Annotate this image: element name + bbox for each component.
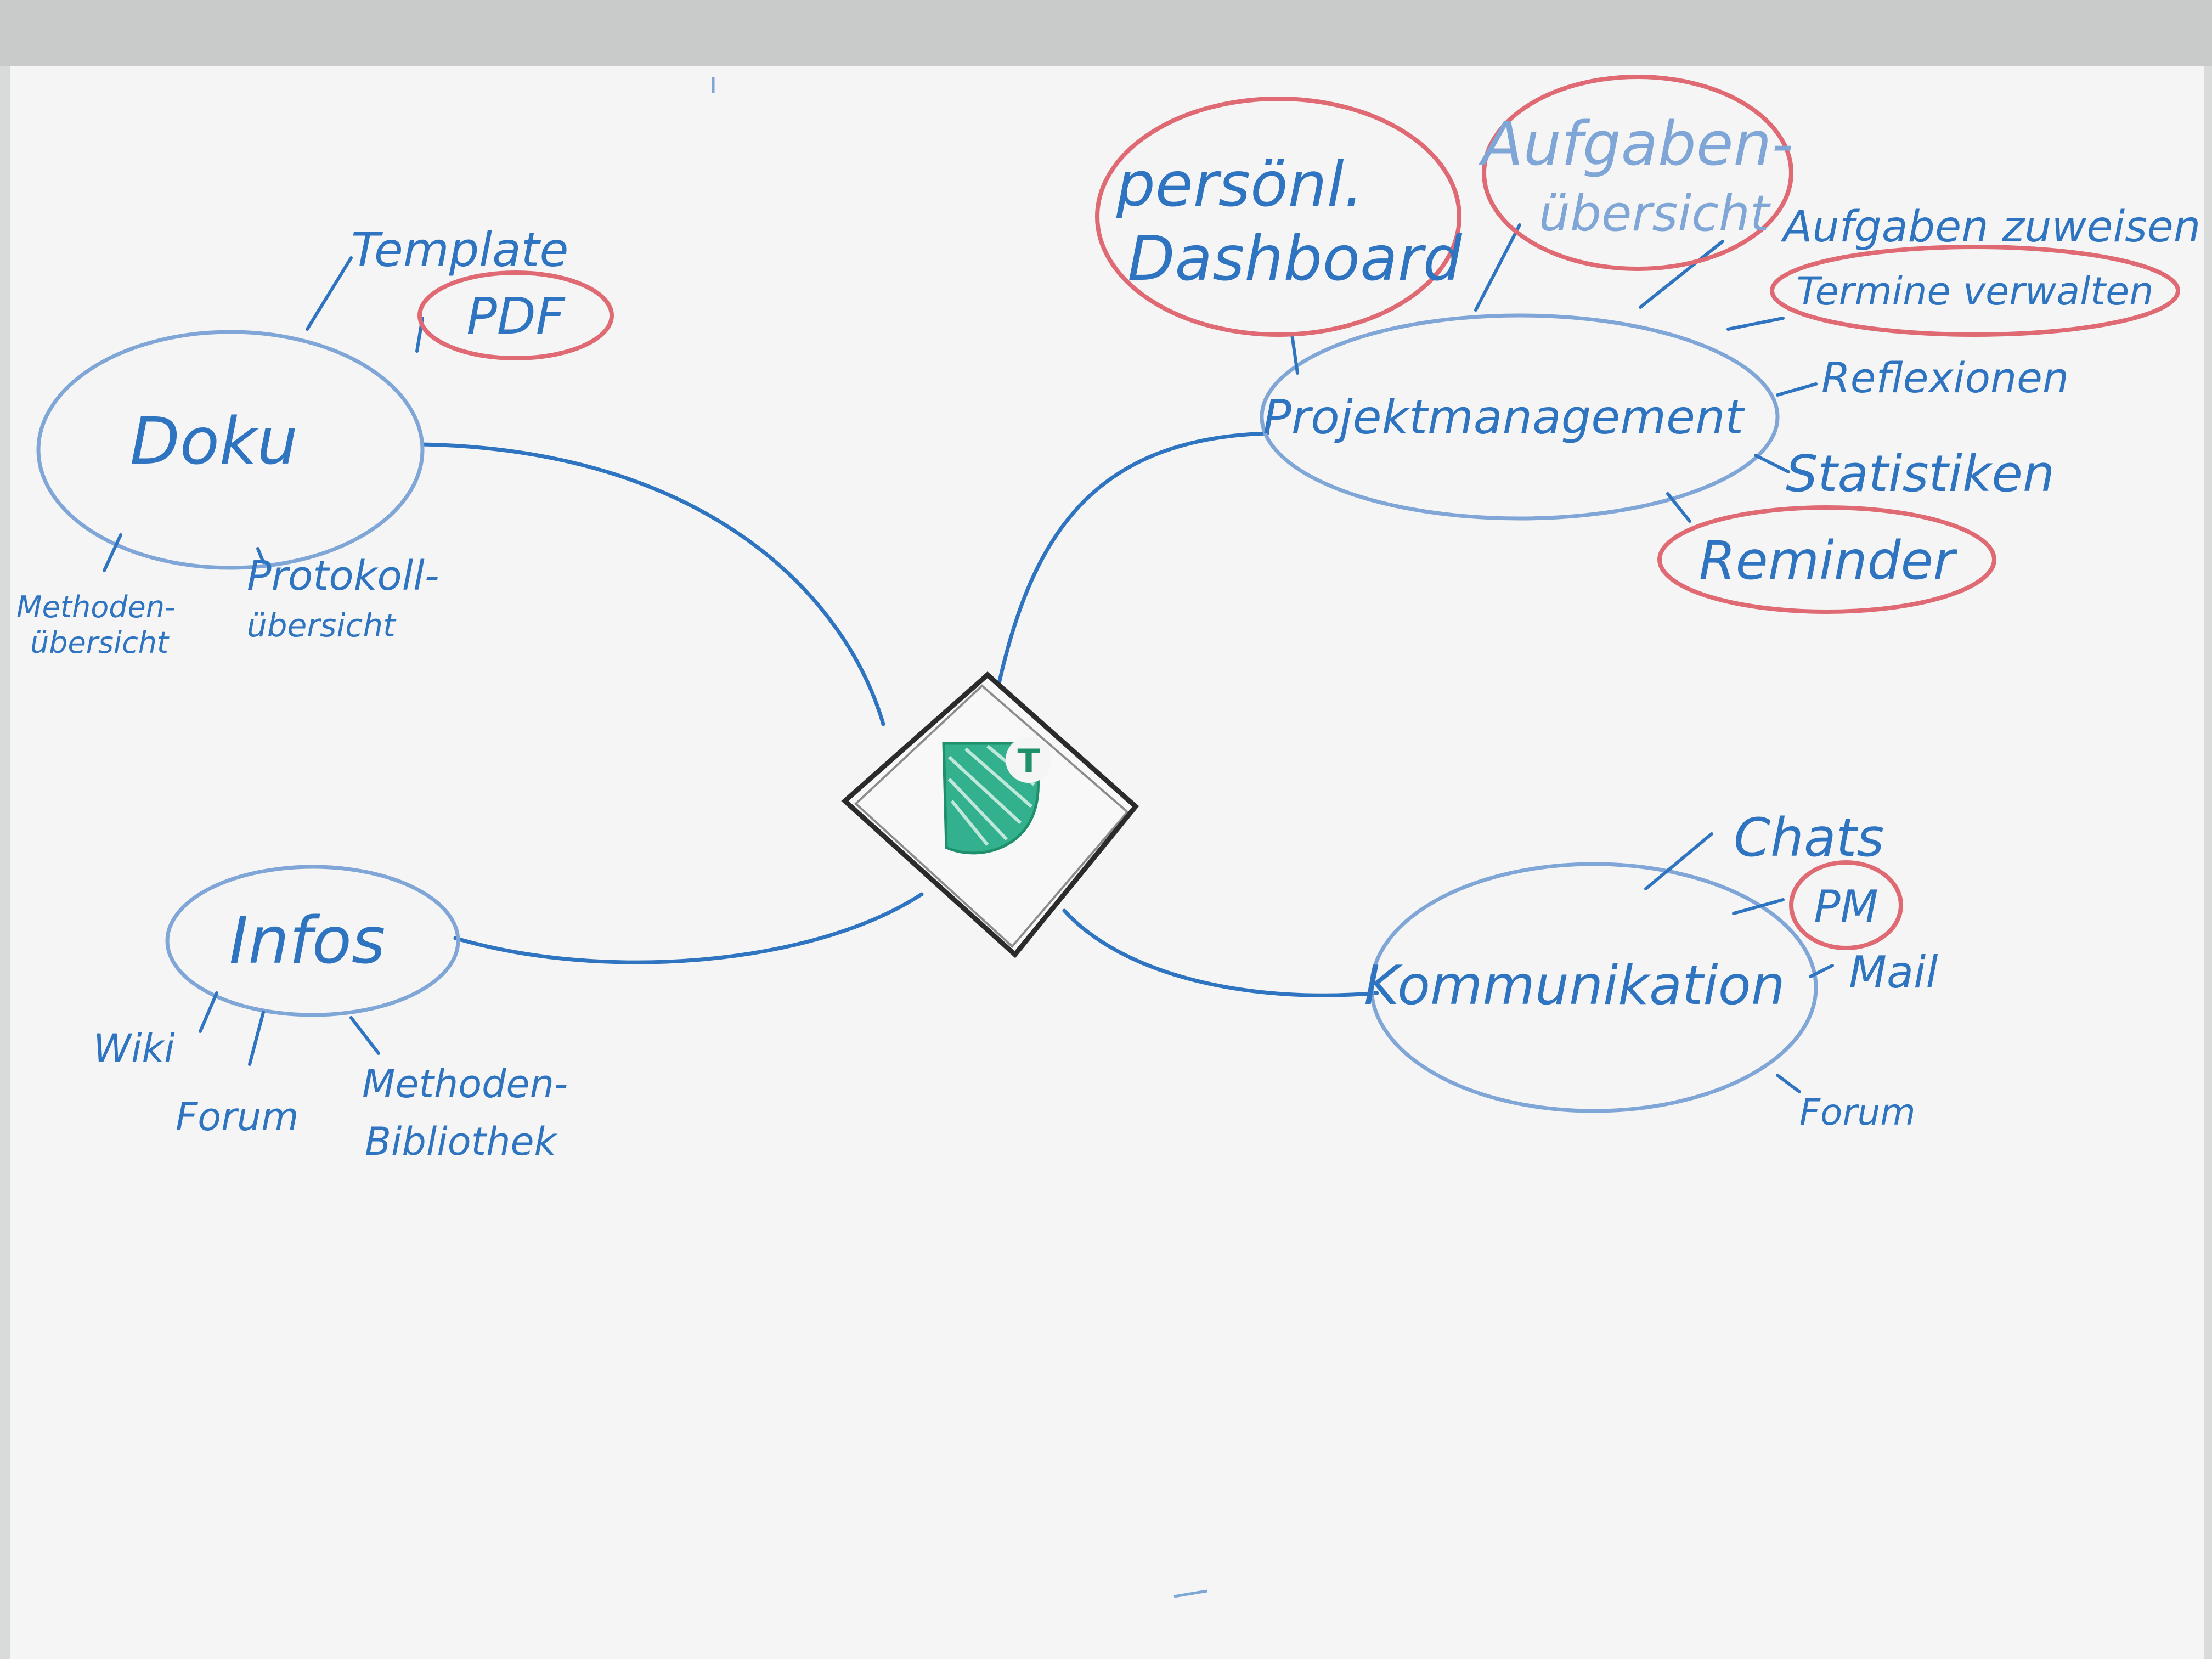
teamlogo-letter: T: [1018, 742, 1040, 781]
teamlogo-icon: T: [942, 737, 1052, 855]
label-template: Template: [351, 223, 568, 278]
branch-template: [306, 256, 353, 331]
branch-aufgaben-uebersicht: [1474, 223, 1521, 312]
stray-marks: [712, 77, 1207, 1598]
label-aufgaben-l2: übersicht: [1539, 185, 1771, 242]
label-pm: PM: [1814, 881, 1878, 932]
label-bibliothek-l1: Methoden-: [362, 1062, 568, 1107]
branch-termine: [1726, 317, 1785, 331]
label-projekt: Projektmanagement: [1263, 390, 1746, 445]
label-forum-infos: Forum: [176, 1094, 298, 1139]
ellipse-kommunikation: [1369, 862, 1818, 1113]
center-diamond-sketch: [854, 684, 1129, 948]
branch-zuweisen: [1639, 240, 1724, 309]
label-methoden-l2: übersicht: [30, 625, 170, 660]
highlight-dashboard: [1095, 97, 1462, 337]
label-bibliothek-l2: Bibliothek: [365, 1119, 558, 1164]
label-aufgaben-l1: Aufgaben-: [1479, 109, 1793, 179]
connector-projekt: [996, 431, 1269, 688]
branch-methoden: [103, 533, 122, 572]
branch-mail: [1809, 964, 1834, 978]
main-connectors: [420, 431, 1379, 997]
branch-reminder: [1666, 492, 1691, 523]
label-termine: Termine verwalten: [1796, 269, 2153, 314]
highlight-pdf: [417, 270, 614, 360]
label-zuweisen: Aufgaben zuweisen: [1780, 202, 2200, 252]
highlight-aufgaben-uebersicht: [1482, 75, 1793, 271]
highlight-reminder: [1657, 505, 1996, 614]
label-methoden-l1: Methoden-: [16, 590, 175, 624]
highlight-pm: [1789, 860, 1903, 950]
node-doku: Doku Template PDF Methoden- übersicht Pr…: [16, 223, 614, 660]
label-chats: Chats: [1734, 807, 1884, 868]
board-top-frame: [0, 0, 2212, 66]
label-dashboard-l2: Dashboard: [1127, 223, 1463, 295]
ellipse-infos: [165, 865, 460, 1017]
label-dashboard-l1: persönl.: [1116, 149, 1364, 221]
label-wiki: Wiki: [93, 1026, 175, 1071]
label-kommunikation: Kommunikation: [1364, 955, 1785, 1017]
label-protokoll-l1: Protokoll-: [247, 552, 439, 600]
branch-wiki: [199, 991, 218, 1033]
connector-doku: [420, 442, 885, 726]
node-kommunikation: Kommunikation Chats PM Mail Forum: [1364, 807, 1938, 1133]
ellipse-projekt: [1260, 313, 1780, 521]
connector-infos: [453, 892, 924, 964]
branch-forum-infos: [248, 1011, 265, 1066]
label-statistiken: Statistiken: [1786, 444, 2055, 503]
label-mail: Mail: [1849, 947, 1938, 998]
label-reflexionen: Reflexionen: [1821, 353, 2069, 402]
branch-chats: [1644, 832, 1713, 890]
node-projekt: Projektmanagement persönl. Dashboard Auf…: [1095, 75, 2200, 614]
label-protokoll-l2: übersicht: [247, 607, 397, 644]
branch-forum-komm: [1776, 1074, 1801, 1093]
label-forum-komm: Forum: [1799, 1091, 1916, 1133]
label-infos: Infos: [229, 902, 386, 978]
branch-statistiken: [1754, 454, 1790, 473]
label-pdf: PDF: [466, 287, 565, 346]
branch-bibliothek: [349, 1016, 380, 1055]
center-node: T: [841, 671, 1139, 958]
connector-kommunikation: [1062, 909, 1379, 997]
branch-dashboard: [1290, 333, 1299, 375]
branch-protokoll: [256, 547, 265, 564]
ellipse-doku: [36, 330, 425, 570]
node-infos: Infos Wiki Forum Methoden- Bibliothek: [93, 865, 568, 1164]
branch-pm: [1732, 898, 1785, 915]
label-doku: Doku: [130, 403, 298, 479]
highlight-termine: [1770, 245, 2180, 337]
branch-reflexionen: [1776, 382, 1818, 397]
label-reminder: Reminder: [1699, 530, 1958, 591]
